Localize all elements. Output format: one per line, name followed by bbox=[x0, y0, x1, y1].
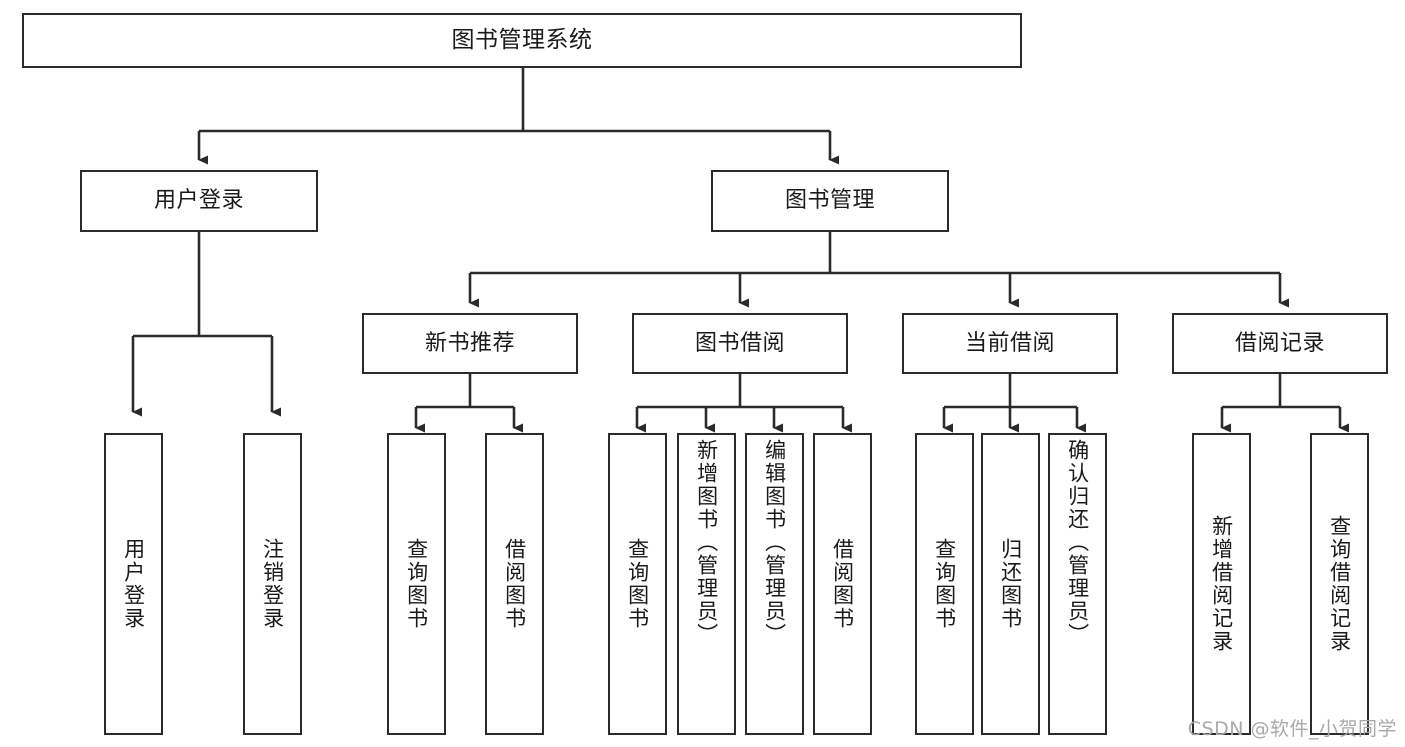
leaf-borrow-record-add[interactable]: 新增借阅记录 bbox=[1192, 433, 1251, 735]
node-root-system-label: 图书管理系统 bbox=[451, 26, 593, 53]
leaf-current-borrow-query[interactable]: 查询图书 bbox=[915, 433, 974, 735]
leaf-user-login-signin[interactable]: 用户登录 bbox=[104, 433, 163, 735]
leaf-current-borrow-query-label: 查询图书 bbox=[932, 538, 957, 630]
leaf-book-borrow-query-label: 查询图书 bbox=[625, 538, 650, 630]
leaf-borrow-record-query[interactable]: 查询借阅记录 bbox=[1310, 433, 1369, 735]
node-user-login-label: 用户登录 bbox=[153, 188, 244, 214]
leaf-borrow-record-query-label: 查询借阅记录 bbox=[1327, 515, 1352, 653]
leaf-new-book-borrow[interactable]: 借阅图书 bbox=[485, 433, 544, 735]
leaf-new-book-query-label: 查询图书 bbox=[404, 538, 429, 630]
node-new-book-recommend[interactable]: 新书推荐 bbox=[362, 313, 578, 374]
leaf-user-login-signin-label: 用户登录 bbox=[121, 538, 146, 630]
leaf-book-borrow-add[interactable]: 新增图书（管理员） bbox=[677, 433, 736, 735]
leaf-current-borrow-return-label: 归还图书 bbox=[998, 538, 1023, 630]
node-book-borrow[interactable]: 图书借阅 bbox=[632, 313, 848, 374]
csdn-watermark: CSDN @软件_小贺同学 bbox=[1187, 718, 1397, 740]
node-borrow-record[interactable]: 借阅记录 bbox=[1172, 313, 1388, 374]
leaf-book-borrow-edit-label: 编辑图书（管理员） bbox=[762, 439, 787, 646]
leaf-book-borrow-edit[interactable]: 编辑图书（管理员） bbox=[745, 433, 804, 735]
leaf-new-book-query[interactable]: 查询图书 bbox=[387, 433, 446, 735]
node-book-borrow-label: 图书借阅 bbox=[694, 330, 785, 356]
node-book-management[interactable]: 图书管理 bbox=[711, 170, 949, 232]
leaf-user-login-signout[interactable]: 注销登录 bbox=[243, 433, 302, 735]
leaf-book-borrow-query[interactable]: 查询图书 bbox=[608, 433, 667, 735]
node-borrow-record-label: 借阅记录 bbox=[1234, 330, 1325, 356]
leaf-current-borrow-return[interactable]: 归还图书 bbox=[981, 433, 1040, 735]
leaf-new-book-borrow-label: 借阅图书 bbox=[502, 538, 527, 630]
leaf-user-login-signout-label: 注销登录 bbox=[260, 538, 285, 630]
leaf-borrow-record-add-label: 新增借阅记录 bbox=[1209, 515, 1234, 653]
leaf-book-borrow-add-label: 新增图书（管理员） bbox=[694, 439, 719, 646]
node-root-system[interactable]: 图书管理系统 bbox=[22, 13, 1022, 68]
node-current-borrow[interactable]: 当前借阅 bbox=[902, 313, 1118, 374]
leaf-book-borrow-borrow-label: 借阅图书 bbox=[830, 538, 855, 630]
leaf-current-borrow-confirm-label: 确认归还（管理员） bbox=[1065, 439, 1090, 646]
leaf-current-borrow-confirm[interactable]: 确认归还（管理员） bbox=[1048, 433, 1107, 735]
node-book-management-label: 图书管理 bbox=[784, 188, 875, 214]
node-new-book-recommend-label: 新书推荐 bbox=[424, 330, 515, 356]
node-user-login[interactable]: 用户登录 bbox=[80, 170, 318, 232]
node-current-borrow-label: 当前借阅 bbox=[964, 330, 1055, 356]
leaf-book-borrow-borrow[interactable]: 借阅图书 bbox=[813, 433, 872, 735]
